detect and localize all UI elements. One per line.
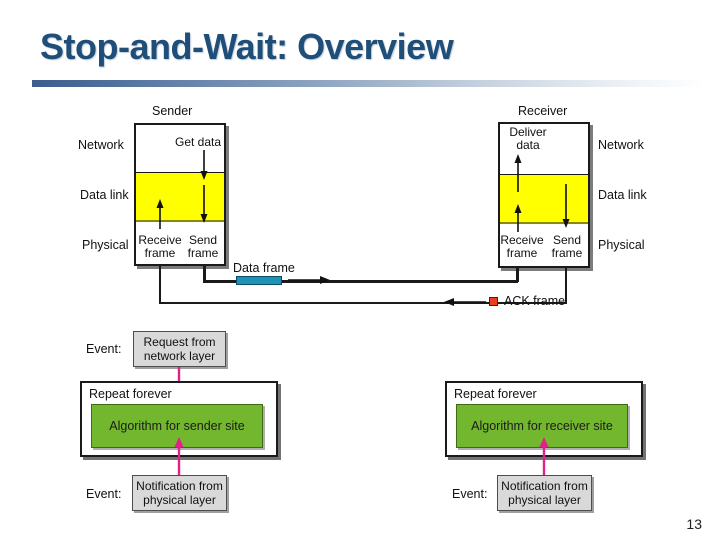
receiver-receive-frame-label-line1: Receive xyxy=(500,233,544,247)
receiver-layer-label-network: Network xyxy=(598,138,644,152)
receiver-event-box-notification-from-physical-layer: Notification from physical layer xyxy=(497,475,592,511)
sender-send-frame-label-line2: frame xyxy=(187,246,219,260)
sender-send-frame-label-line1: Send xyxy=(188,233,218,247)
data-frame-direction-arrow xyxy=(288,276,330,284)
receiver-event-bottom-line1: Notification from xyxy=(501,479,588,493)
receiver-data-link-band xyxy=(500,174,588,224)
channel-lower-horizontal xyxy=(159,302,567,304)
sender-caption: Sender xyxy=(152,104,193,118)
receiver-internal-arrows xyxy=(514,154,570,232)
data-frame-label: Data frame xyxy=(233,261,295,275)
channel-upper-vertical-right xyxy=(516,268,519,282)
receiver-send-frame-label-line1: Send xyxy=(552,233,582,247)
channel-upper-vertical-left xyxy=(203,266,206,282)
receiver-event-word-bottom: Event: xyxy=(452,487,488,501)
sender-layer-label-data-link: Data link xyxy=(80,188,129,202)
title-underline-rule xyxy=(32,80,704,87)
sender-event-word-top: Event: xyxy=(86,342,122,356)
sender-event-top-line1: Request from xyxy=(143,335,216,349)
channel-lower-vertical-right xyxy=(565,268,567,304)
receiver-repeat-forever-title: Repeat forever xyxy=(454,387,537,401)
sender-layer-label-physical: Physical xyxy=(82,238,129,252)
receiver-layer-label-physical: Physical xyxy=(598,238,645,252)
sender-receive-frame-label-line1: Receive xyxy=(138,233,182,247)
sender-event-word-bottom: Event: xyxy=(86,487,122,501)
ack-frame-icon xyxy=(489,297,498,306)
ack-frame-label: ACK frame xyxy=(504,294,566,308)
sender-algorithm-box: Algorithm for sender site xyxy=(91,404,263,448)
sender-event-box-request-from-network-layer: Request from network layer xyxy=(133,331,226,367)
sender-internal-arrows xyxy=(156,150,208,229)
sender-repeat-forever-title: Repeat forever xyxy=(89,387,172,401)
receiver-receive-frame-label-line2: frame xyxy=(506,246,538,260)
page-number: 13 xyxy=(686,516,702,532)
channel-lower-vertical-left xyxy=(159,266,161,304)
sender-event-bottom-line2: physical layer xyxy=(143,493,216,507)
receiver-layer-label-data-link: Data link xyxy=(598,188,647,202)
receiver-caption: Receiver xyxy=(518,104,568,118)
data-frame-icon xyxy=(236,276,282,285)
channel-upper-horizontal xyxy=(203,280,518,283)
sender-layer-label-network: Network xyxy=(78,138,124,152)
sender-stack xyxy=(134,123,226,266)
receiver-stack xyxy=(498,122,590,268)
receiver-repeat-forever-box: Repeat forever Algorithm for receiver si… xyxy=(445,381,643,457)
sender-event-bottom-line1: Notification from xyxy=(136,479,223,493)
receiver-deliver-data-label-line1: Deliver xyxy=(509,125,547,139)
receiver-send-frame-label-line2: frame xyxy=(551,246,583,260)
receiver-deliver-data-label-line2: data xyxy=(516,138,540,152)
sender-get-data-label: Get data xyxy=(175,135,222,149)
sender-bottom-event-arrow xyxy=(174,437,184,475)
receiver-bottom-event-arrow xyxy=(539,437,549,475)
sender-event-top-line2: network layer xyxy=(143,349,216,363)
receiver-event-bottom-line2: physical layer xyxy=(508,493,581,507)
ack-frame-direction-arrow xyxy=(444,298,486,306)
sender-receive-frame-label-line2: frame xyxy=(144,246,176,260)
receiver-algorithm-box: Algorithm for receiver site xyxy=(456,404,628,448)
sender-data-link-band xyxy=(136,172,224,222)
sender-event-box-notification-from-physical-layer: Notification from physical layer xyxy=(132,475,227,511)
page-title: Stop-and-Wait: Overview xyxy=(40,26,454,67)
